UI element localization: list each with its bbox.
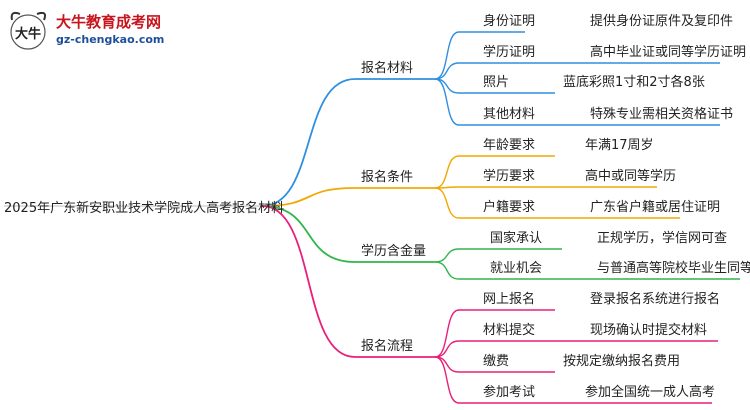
leaf-key-4-2: 材料提交 bbox=[483, 322, 535, 338]
leaf-node-3-1[interactable]: 国家承认 正规学历，学信网可查 bbox=[490, 230, 727, 246]
root-branch-link-1 bbox=[261, 78, 356, 207]
leaf-key-4-3: 缴费 bbox=[483, 354, 509, 369]
leaf-node-4-1[interactable]: 网上报名 登录报名系统进行报名 bbox=[483, 291, 720, 307]
leaf-key-1-2: 学历证明 bbox=[483, 44, 535, 60]
leaf-link-1-1 bbox=[434, 31, 525, 80]
leaf-key-4-4: 参加考试 bbox=[483, 384, 535, 400]
leaf-value-3-2: 与普通高等院校毕业生同等 bbox=[597, 260, 750, 276]
branch-label-2: 报名条件 bbox=[361, 169, 413, 185]
leaf-node-4-2[interactable]: 材料提交 现场确认时提交材料 bbox=[483, 322, 707, 338]
leaf-key-2-1: 年龄要求 bbox=[483, 138, 535, 153]
leaf-link-2-2 bbox=[434, 186, 657, 189]
leaf-link-1-2 bbox=[434, 62, 720, 80]
leaf-value-2-1: 年满17周岁 bbox=[585, 138, 654, 153]
logo-mark-text: 大牛 bbox=[15, 26, 41, 42]
leaf-link-4-4 bbox=[434, 356, 712, 404]
leaf-value-2-3: 广东省户籍或居住证明 bbox=[590, 199, 720, 215]
leaf-node-2-2[interactable]: 学历要求 高中或同等学历 bbox=[483, 168, 676, 184]
leaf-value-4-3: 按规定缴纳报名费用 bbox=[563, 353, 680, 369]
leaf-node-1-3[interactable]: 照片 蓝底彩照1寸和2寸各8张 bbox=[483, 74, 705, 90]
branch-node-1[interactable]: 报名材料 bbox=[361, 60, 413, 76]
leaf-value-3-1: 正规学历，学信网可查 bbox=[597, 230, 727, 246]
leaf-link-3-1 bbox=[434, 248, 562, 263]
leaf-node-4-4[interactable]: 参加考试 参加全国统一成人高考 bbox=[483, 384, 715, 400]
leaf-key-3-2: 就业机会 bbox=[490, 261, 542, 276]
branch-node-3[interactable]: 学历含金量 bbox=[361, 243, 426, 259]
root-branch-link-2 bbox=[261, 187, 356, 207]
leaf-link-2-1 bbox=[434, 155, 555, 189]
logo-title: 大牛教育成考网 bbox=[56, 13, 162, 31]
leaf-value-4-2: 现场确认时提交材料 bbox=[590, 322, 707, 338]
leaf-key-1-4: 其他材料 bbox=[483, 107, 535, 122]
leaf-link-4-1 bbox=[434, 309, 555, 358]
leaf-value-4-1: 登录报名系统进行报名 bbox=[590, 291, 720, 307]
branch-node-4[interactable]: 报名流程 bbox=[361, 338, 413, 354]
leaf-key-3-1: 国家承认 bbox=[490, 230, 542, 246]
leaf-value-1-3: 蓝底彩照1寸和2寸各8张 bbox=[563, 74, 705, 90]
leaf-key-2-3: 户籍要求 bbox=[483, 199, 535, 215]
root-branch-link-4 bbox=[261, 205, 356, 358]
leaf-value-1-4: 特殊专业需相关资格证书 bbox=[590, 106, 733, 122]
leaf-link-4-2 bbox=[434, 340, 718, 358]
leaf-node-1-4[interactable]: 其他材料 特殊专业需相关资格证书 bbox=[483, 106, 733, 122]
site-logo[interactable]: 大牛 大牛教育成考网 gz-chengkao.com bbox=[6, 6, 176, 54]
leaf-key-4-1: 网上报名 bbox=[483, 291, 535, 307]
leaf-key-2-2: 学历要求 bbox=[483, 168, 535, 184]
leaf-link-1-4 bbox=[434, 78, 720, 126]
leaf-node-2-1[interactable]: 年龄要求 年满17周岁 bbox=[483, 138, 654, 153]
leaf-link-2-3 bbox=[434, 187, 680, 219]
leaf-link-3-2 bbox=[434, 261, 740, 280]
leaf-value-1-1: 提供身份证原件及复印件 bbox=[590, 13, 733, 29]
leaf-node-3-2[interactable]: 就业机会 与普通高等院校毕业生同等 bbox=[490, 260, 750, 276]
leaf-key-1-1: 身份证明 bbox=[483, 13, 535, 29]
leaf-node-1-2[interactable]: 学历证明 高中毕业证或同等学历证明 bbox=[483, 44, 746, 60]
branch-node-2[interactable]: 报名条件 bbox=[361, 169, 413, 185]
root-branch-link-3 bbox=[261, 205, 356, 263]
branch-label-4: 报名流程 bbox=[361, 338, 413, 354]
connector-lines bbox=[4, 31, 740, 404]
leaf-node-4-3[interactable]: 缴费 按规定缴纳报名费用 bbox=[483, 353, 680, 369]
root-node[interactable]: 2025年广东新安职业技术学院成人高考报名材料 bbox=[4, 200, 284, 216]
branch-label-3: 学历含金量 bbox=[361, 243, 426, 259]
leaf-value-4-4: 参加全国统一成人高考 bbox=[585, 384, 715, 400]
logo-url: gz-chengkao.com bbox=[56, 33, 165, 46]
branch-label-1: 报名材料 bbox=[361, 60, 413, 76]
leaf-key-1-3: 照片 bbox=[483, 75, 509, 90]
leaf-node-2-3[interactable]: 户籍要求 广东省户籍或居住证明 bbox=[483, 199, 720, 215]
leaf-value-2-2: 高中或同等学历 bbox=[585, 168, 676, 184]
bull-logo-icon: 大牛 bbox=[10, 11, 47, 50]
root-label: 2025年广东新安职业技术学院成人高考报名材料 bbox=[4, 200, 284, 216]
leaf-node-1-1[interactable]: 身份证明 提供身份证原件及复印件 bbox=[483, 13, 733, 29]
leaf-value-1-2: 高中毕业证或同等学历证明 bbox=[590, 44, 746, 60]
